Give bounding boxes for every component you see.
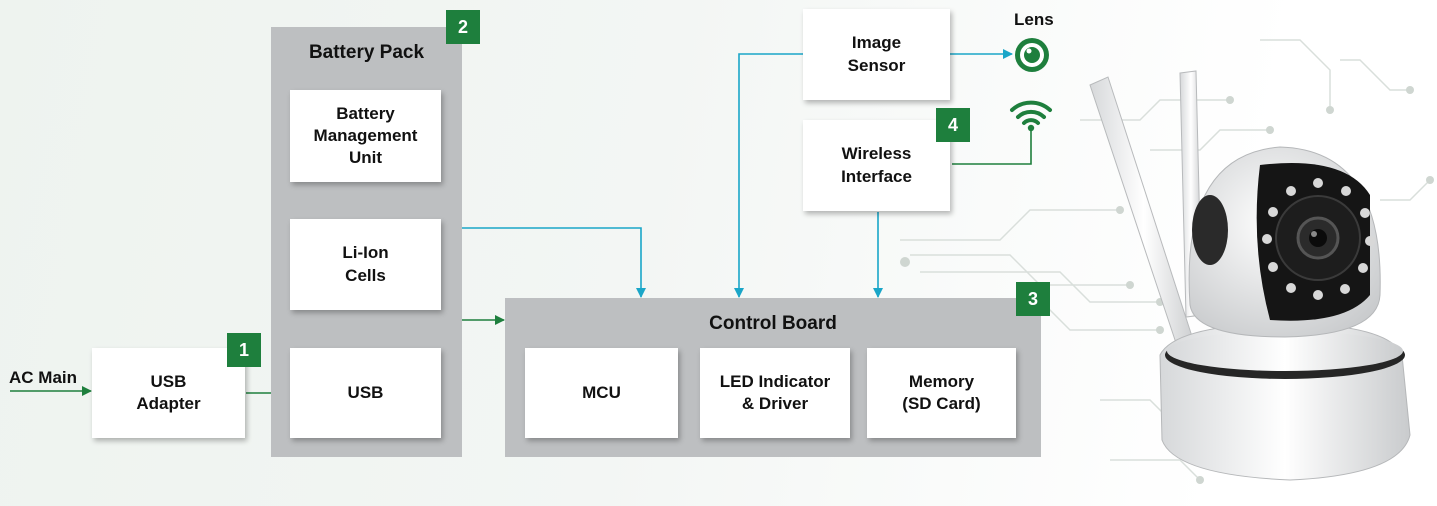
lens-icon <box>1015 38 1049 72</box>
memory-sd-card-block: Memory (SD Card) <box>867 348 1016 438</box>
wifi-icon <box>1010 100 1052 132</box>
badge-3: 3 <box>1016 282 1050 316</box>
usb-adapter-block: USB Adapter <box>92 348 245 438</box>
arrow-sensor-to-control <box>734 53 803 298</box>
badge-1: 1 <box>227 333 261 367</box>
ac-main-label: AC Main <box>9 368 77 387</box>
mcu-block: MCU <box>525 348 678 438</box>
badge-2: 2 <box>446 10 480 44</box>
lens-label: Lens <box>1014 10 1054 29</box>
badge-4: 4 <box>936 108 970 142</box>
ip-camera-icon <box>1089 70 1411 481</box>
usb-block: USB <box>290 348 441 438</box>
control-board-title: Control Board <box>709 313 837 334</box>
battery-pack-title: Battery Pack <box>308 42 425 63</box>
battery-management-unit-block: Battery Management Unit <box>290 90 441 182</box>
image-sensor-block: Image Sensor <box>803 9 950 100</box>
arrow-cells-to-control <box>462 227 646 298</box>
li-ion-cells-block: Li-Ion Cells <box>290 219 441 310</box>
arrow-wireless-to-antenna <box>952 130 1032 165</box>
wireless-interface-block: Wireless Interface <box>803 120 950 211</box>
led-indicator-driver-block: LED Indicator & Driver <box>700 348 850 438</box>
